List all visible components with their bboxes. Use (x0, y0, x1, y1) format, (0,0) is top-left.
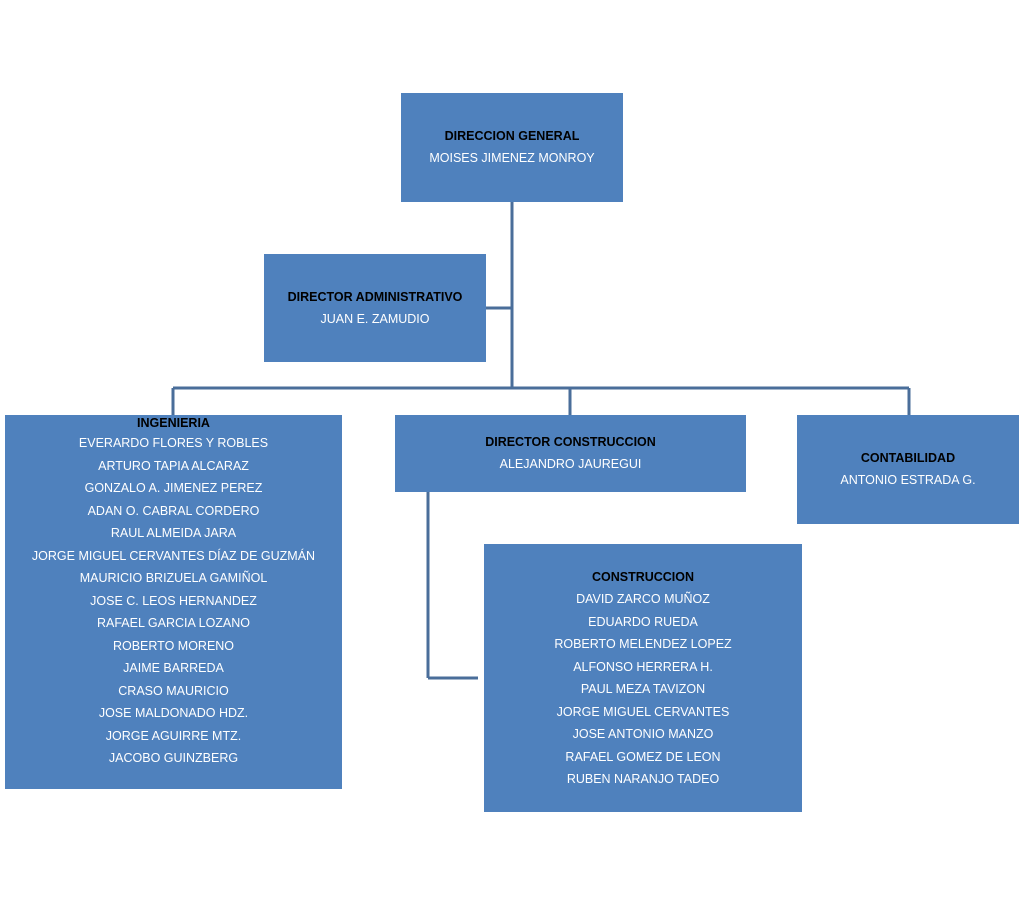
ingenieria-member: CRASO MAURICIO (118, 683, 229, 698)
director-administrativo-box: DIRECTOR ADMINISTRATIVO JUAN E. ZAMUDIO (264, 254, 486, 362)
ingenieria-member: JAIME BARREDA (123, 661, 224, 675)
construccion-member: DAVID ZARCO MUÑOZ (576, 592, 710, 606)
director-construccion-box: DIRECTOR CONSTRUCCION ALEJANDRO JAUREGUI (395, 415, 746, 492)
construccion-box: CONSTRUCCION DAVID ZARCO MUÑOZ EDUARDO R… (484, 544, 802, 812)
direccion-general-title: DIRECCION GENERAL (444, 129, 580, 143)
contabilidad-title: CONTABILIDAD (860, 451, 956, 465)
ingenieria-member: JOSE MALDONADO HDZ. (98, 706, 249, 720)
ingenieria-member-list: EVERARDO FLORES Y ROBLES ARTURO TAPIA AL… (5, 432, 342, 770)
ingenieria-member: ADAN O. CABRAL CORDERO (87, 503, 260, 518)
ingenieria-member: JORGE AGUIRRE MTZ. (105, 728, 242, 743)
construccion-title: CONSTRUCCION (591, 570, 695, 584)
ingenieria-member: MAURICIO BRIZUELA GAMIÑOL (79, 571, 268, 585)
ingenieria-title: INGENIERIA (137, 416, 210, 430)
ingenieria-member: EVERARDO FLORES Y ROBLES (78, 436, 269, 450)
contabilidad-person: ANTONIO ESTRADA G. (840, 473, 976, 487)
ingenieria-member: ARTURO TAPIA ALCARAZ (98, 458, 249, 473)
direccion-general-person: MOISES JIMENEZ MONROY (429, 151, 595, 165)
director-construccion-person: ALEJANDRO JAUREGUI (499, 457, 642, 471)
construccion-member: PAUL MEZA TAVIZON (580, 682, 706, 696)
construccion-member: JOSE ANTONIO MANZO (572, 727, 714, 741)
direccion-general-box: DIRECCION GENERAL MOISES JIMENEZ MONROY (401, 93, 623, 202)
ingenieria-member: JORGE MIGUEL CERVANTES DÍAZ DE GUZMÁN (31, 548, 316, 563)
contabilidad-box: CONTABILIDAD ANTONIO ESTRADA G. (797, 415, 1019, 524)
construccion-member: ALFONSO HERRERA H. (573, 659, 713, 674)
construccion-member: JORGE MIGUEL CERVANTES (556, 704, 730, 719)
construccion-member: RAFAEL GOMEZ DE LEON (565, 749, 721, 764)
ingenieria-member: ROBERTO MORENO (112, 638, 235, 653)
ingenieria-member: JOSE C. LEOS HERNANDEZ (90, 593, 257, 608)
ingenieria-member: RAFAEL GARCIA LOZANO (96, 616, 251, 630)
ingenieria-member: GONZALO A. JIMENEZ PEREZ (84, 481, 263, 495)
construccion-member: RUBEN NARANJO TADEO (566, 772, 720, 786)
construccion-member: ROBERTO MELENDEZ LOPEZ (554, 637, 732, 651)
director-construccion-title: DIRECTOR CONSTRUCCION (485, 435, 656, 449)
ingenieria-member: RAUL ALMEIDA JARA (110, 526, 237, 540)
director-administrativo-title: DIRECTOR ADMINISTRATIVO (287, 290, 463, 304)
construccion-member-list: DAVID ZARCO MUÑOZ EDUARDO RUEDA ROBERTO … (484, 588, 802, 791)
director-administrativo-person: JUAN E. ZAMUDIO (320, 312, 430, 326)
construccion-member: EDUARDO RUEDA (588, 614, 698, 629)
ingenieria-member: JACOBO GUINZBERG (108, 751, 239, 765)
ingenieria-box: INGENIERIA EVERARDO FLORES Y ROBLES ARTU… (5, 415, 342, 789)
